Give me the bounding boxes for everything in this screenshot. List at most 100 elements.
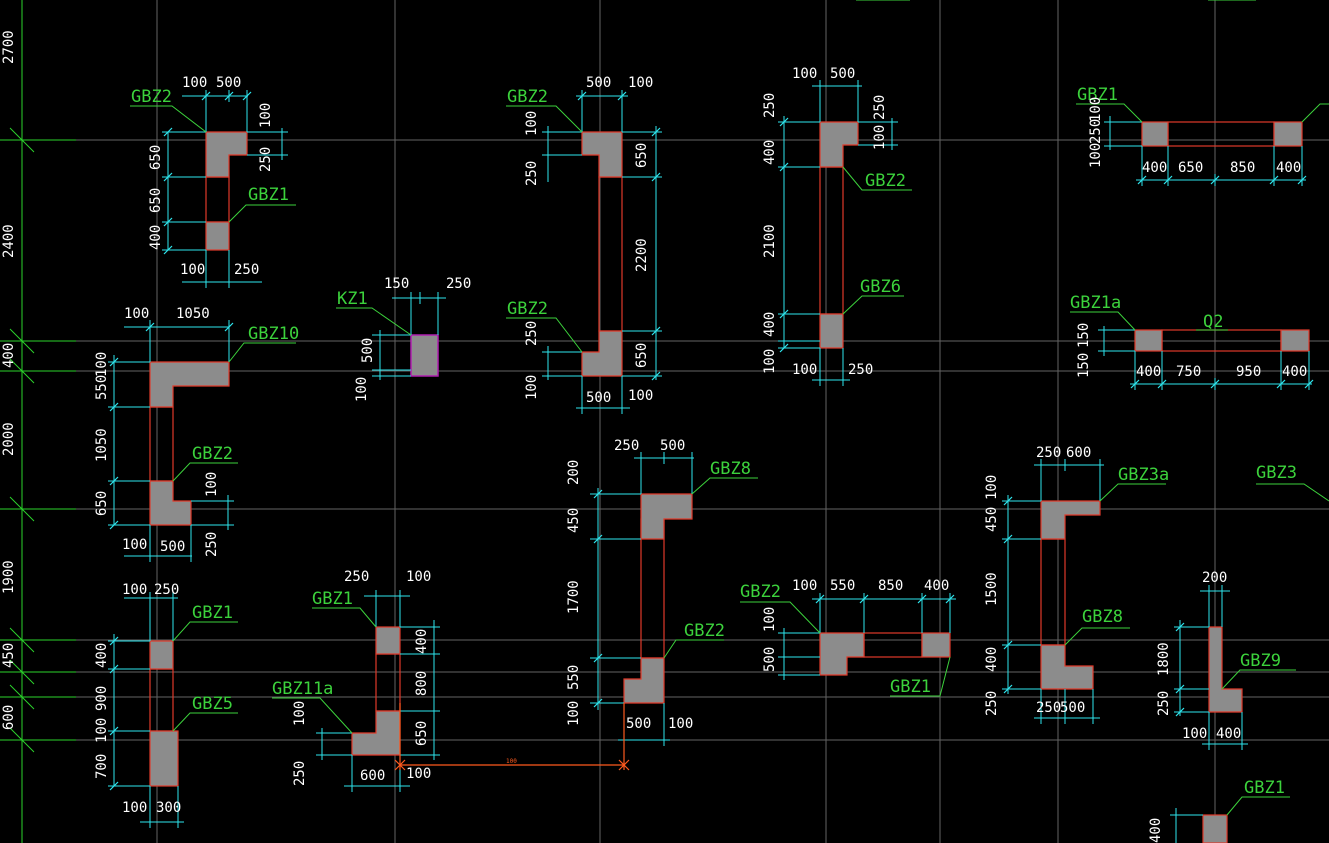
dim-value: 250 — [614, 438, 639, 454]
leader-lines — [130, 0, 1329, 816]
component-label[interactable]: GBZ8 — [710, 459, 751, 479]
gbz5-shape[interactable] — [149, 730, 179, 787]
axis-label: 2400 — [1, 224, 17, 258]
gbz1-shape[interactable] — [1273, 121, 1303, 147]
component-label[interactable]: GBZ10 — [248, 324, 299, 344]
gbz6-shape[interactable] — [819, 313, 844, 349]
dim-value: 450 — [984, 507, 1000, 532]
gbz10-shape[interactable] — [149, 361, 230, 408]
dim-value: 1050 — [94, 428, 110, 462]
gbz2-shape[interactable] — [623, 657, 665, 704]
kz1-column[interactable] — [410, 334, 439, 377]
gbz1-shape[interactable] — [149, 640, 174, 670]
dim-value: 400 — [414, 629, 430, 654]
axis-label: 1900 — [1, 560, 17, 594]
dim-value: 700 — [94, 754, 110, 779]
axis-label: 400 — [1, 343, 17, 368]
dim-value: 400 — [762, 140, 778, 165]
dim-value: 650 — [634, 343, 650, 368]
component-label[interactable]: GBZ6 — [860, 277, 901, 297]
axis-label: 2700 — [1, 30, 17, 64]
component-label[interactable]: GBZ2 — [740, 582, 781, 602]
dim-value: 750 — [1176, 364, 1201, 380]
dim-value: 500 — [360, 338, 376, 363]
dim-value: 250 — [524, 161, 540, 186]
dim-value: 150 — [1076, 323, 1092, 348]
dim-value: 1800 — [1156, 642, 1172, 676]
dim-value: 250 — [292, 761, 308, 786]
gbz1-shape[interactable] — [1141, 121, 1169, 147]
dim-value: 100 — [406, 569, 431, 585]
component-label[interactable]: GBZ1 — [312, 589, 353, 609]
component-label[interactable]: GBZ2 — [131, 87, 172, 107]
dim-value: 1700 — [566, 580, 582, 614]
dim-value: 650 — [148, 145, 164, 170]
gbz1-shape[interactable] — [205, 221, 230, 251]
component-label[interactable]: GBZ2 — [507, 299, 548, 319]
gbz1-shape[interactable] — [1202, 814, 1228, 843]
gbz11a-shape[interactable] — [351, 710, 401, 756]
dim-value: 100 — [122, 800, 147, 816]
component-label[interactable]: GBZ3 — [1256, 463, 1297, 483]
axis-label: 450 — [1, 643, 17, 668]
component-label[interactable]: GBZ3a — [1118, 465, 1169, 485]
dim-value: 500 — [1060, 700, 1085, 716]
gbz1-shape[interactable] — [375, 626, 401, 655]
component-label[interactable]: GBZ2 — [865, 171, 906, 191]
dimension-lines — [108, 80, 1312, 843]
gbz1a-shape[interactable] — [1134, 329, 1163, 352]
component-label[interactable]: GBZ2 — [192, 444, 233, 464]
gbz2-shape[interactable] — [581, 131, 623, 178]
component-label[interactable]: KZ1 — [337, 289, 368, 309]
dim-value: 500 — [762, 647, 778, 672]
dimension-text: 100 500 100 650 250 650 400 100 250 100 … — [94, 66, 1307, 843]
dim-value: 600 — [1066, 445, 1091, 461]
gbz2-shape[interactable] — [205, 131, 248, 178]
component-label[interactable]: GBZ8 — [1082, 607, 1123, 627]
dim-value: 250 — [234, 262, 259, 278]
dim-value: 100 — [204, 472, 220, 497]
dim-value: 100 — [566, 701, 582, 726]
dim-value: 200 — [1202, 570, 1227, 586]
gbz2-shape[interactable] — [149, 480, 192, 526]
axis-ruler — [0, 0, 76, 843]
component-label[interactable]: GBZ2 — [507, 87, 548, 107]
measure-line[interactable] — [394, 703, 630, 771]
gbz2-shape[interactable] — [819, 632, 865, 676]
dim-value: 250 — [524, 321, 540, 346]
dim-value: 400 — [1276, 160, 1301, 176]
component-label[interactable]: GBZ1 — [192, 603, 233, 623]
component-label[interactable]: GBZ1 — [1244, 778, 1285, 798]
component-label[interactable]: GBZ2 — [684, 621, 725, 641]
gbz8-shape[interactable] — [1040, 644, 1094, 690]
dim-value: 250 — [446, 276, 471, 292]
component-label[interactable]: GBZ11a — [272, 679, 333, 699]
component-label[interactable]: GBZ1a — [1070, 293, 1121, 313]
gbz2-shape[interactable] — [819, 121, 859, 168]
dim-value: 650 — [414, 721, 430, 746]
dim-value: 400 — [1148, 818, 1164, 843]
dim-value: 100 — [628, 75, 653, 91]
gbz1-shape[interactable] — [921, 632, 951, 658]
gbz1a-shape[interactable] — [1280, 329, 1310, 352]
component-label[interactable]: GBZ1 — [1077, 85, 1118, 105]
dim-value: 250 — [204, 532, 220, 557]
dim-value: 400 — [148, 225, 164, 250]
dim-value: 100 — [668, 716, 693, 732]
gbz2-shape[interactable] — [581, 330, 623, 377]
dim-value: 400 — [1136, 364, 1161, 380]
component-label[interactable]: Q2 — [1203, 312, 1223, 332]
dim-value: 500 — [160, 539, 185, 555]
gbz3a-shape[interactable] — [1040, 500, 1101, 540]
dim-value: 650 — [148, 188, 164, 213]
dim-value: 650 — [94, 491, 110, 516]
component-label[interactable]: GBZ1 — [248, 185, 289, 205]
gbz8-shape[interactable] — [640, 493, 693, 540]
dim-value: 100 — [258, 103, 274, 128]
component-label[interactable]: GBZ1 — [890, 677, 931, 697]
component-label[interactable]: GBZ9 — [1240, 651, 1281, 671]
dim-value: 300 — [156, 800, 181, 816]
component-label[interactable]: GBZ5 — [192, 694, 233, 714]
